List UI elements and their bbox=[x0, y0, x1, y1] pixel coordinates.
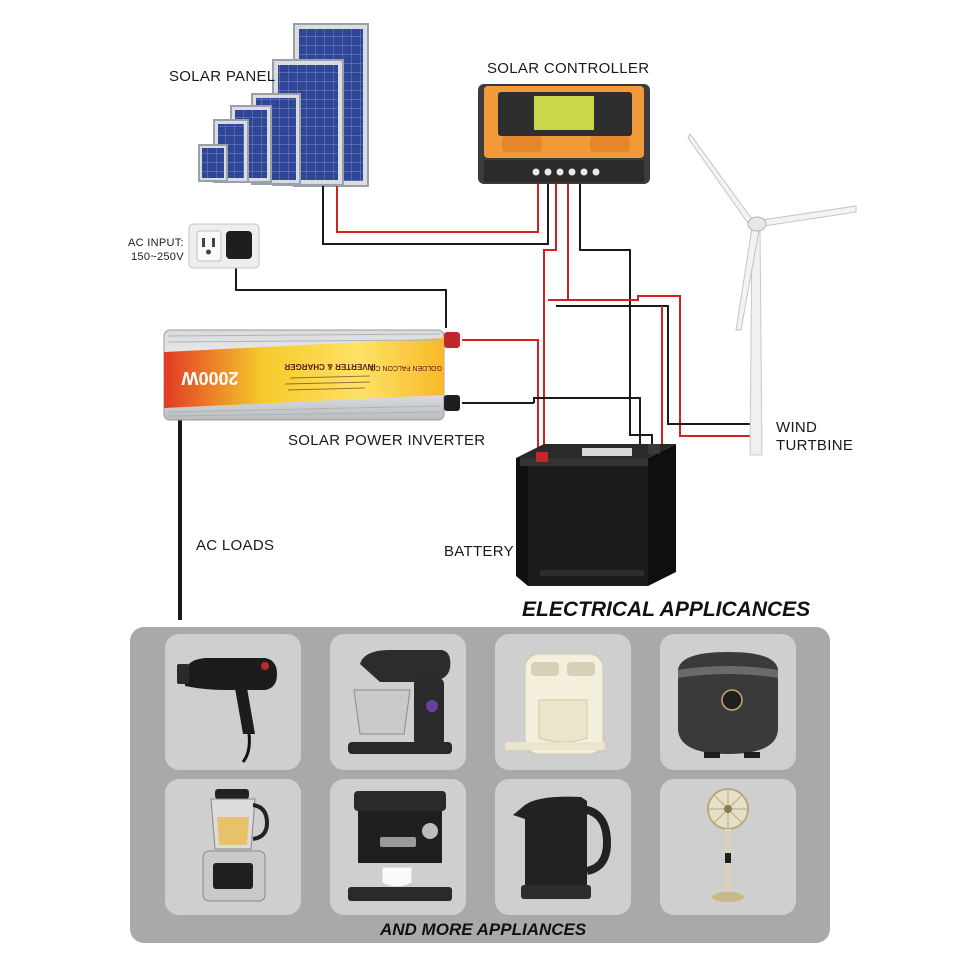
power-inverter: 2000W INVERTER & CHARGER GOLDEN FALCON C… bbox=[163, 329, 460, 421]
espresso-machine-icon bbox=[348, 791, 452, 901]
ac-loads-label: AC LOADS bbox=[196, 537, 275, 554]
appliance-tile-water-dispenser bbox=[495, 634, 631, 770]
wind-turbine bbox=[687, 133, 857, 456]
solar-controller-label: SOLAR CONTROLLER bbox=[487, 60, 650, 77]
electric-kettle-icon bbox=[513, 796, 612, 899]
solar-controller bbox=[478, 84, 650, 184]
hair-dryer-icon bbox=[177, 658, 277, 763]
ac-wall-outlet bbox=[188, 223, 260, 269]
appliance-tile-electric-kettle bbox=[495, 779, 631, 915]
appliance-tile-stand-mixer bbox=[330, 634, 466, 770]
ac-input-label-line1: AC INPUT: bbox=[128, 237, 184, 249]
battery-label: BATTERY bbox=[444, 543, 514, 560]
turbine-positive-wire bbox=[548, 183, 569, 301]
controller-battery-negative-wire bbox=[579, 183, 653, 455]
wind-turbine-label-line1: WIND bbox=[776, 419, 818, 436]
controller-battery-positive-wire bbox=[543, 183, 557, 455]
appliance-tile-blender bbox=[165, 779, 301, 915]
appliances-footer: AND MORE APPLIANCES bbox=[380, 920, 587, 939]
appliances-title: ELECTRICAL APPLICANCES bbox=[522, 598, 811, 621]
water-dispenser-icon bbox=[505, 653, 605, 755]
solar-panel-label: SOLAR PANEL bbox=[169, 68, 276, 85]
wiring bbox=[178, 183, 752, 620]
panel-negative-wire bbox=[322, 183, 549, 245]
rice-cooker-icon bbox=[678, 652, 778, 758]
turbine-black-run bbox=[556, 305, 752, 425]
inverter-brand-text: GOLDEN FALCON CO. bbox=[368, 364, 442, 371]
inverter-label: SOLAR POWER INVERTER bbox=[288, 432, 486, 449]
battery bbox=[516, 444, 676, 586]
wind-turbine-label: WIND TURTBINE bbox=[776, 419, 853, 455]
diagram-art: 2000W INVERTER & CHARGER GOLDEN FALCON C… bbox=[163, 23, 857, 620]
appliance-tile-rice-cooker bbox=[660, 634, 796, 770]
inverter-power-text: 2000W bbox=[181, 368, 238, 388]
wind-turbine-label-line2: TURTBINE bbox=[776, 437, 854, 454]
ac-input-wire bbox=[235, 250, 447, 328]
turbine-red-run bbox=[548, 295, 752, 437]
inverter-battery-positive-wire bbox=[462, 339, 539, 455]
ac-input-label: AC INPUT: 150~250V bbox=[128, 236, 184, 264]
appliance-tile-hair-dryer bbox=[165, 634, 301, 770]
panel-positive-wire bbox=[336, 183, 539, 233]
inverter-title-text: INVERTER & CHARGER bbox=[284, 362, 375, 371]
standing-fan-icon bbox=[707, 788, 749, 902]
inverter-battery-negative-wire bbox=[462, 397, 641, 455]
blender-icon bbox=[202, 789, 270, 902]
solar-panel-stack bbox=[198, 23, 369, 187]
appliance-tile-standing-fan bbox=[660, 779, 796, 915]
ac-input-label-line2: 150~250V bbox=[131, 251, 184, 263]
appliance-tile-espresso-machine bbox=[330, 779, 466, 915]
stand-mixer-icon bbox=[348, 650, 452, 754]
